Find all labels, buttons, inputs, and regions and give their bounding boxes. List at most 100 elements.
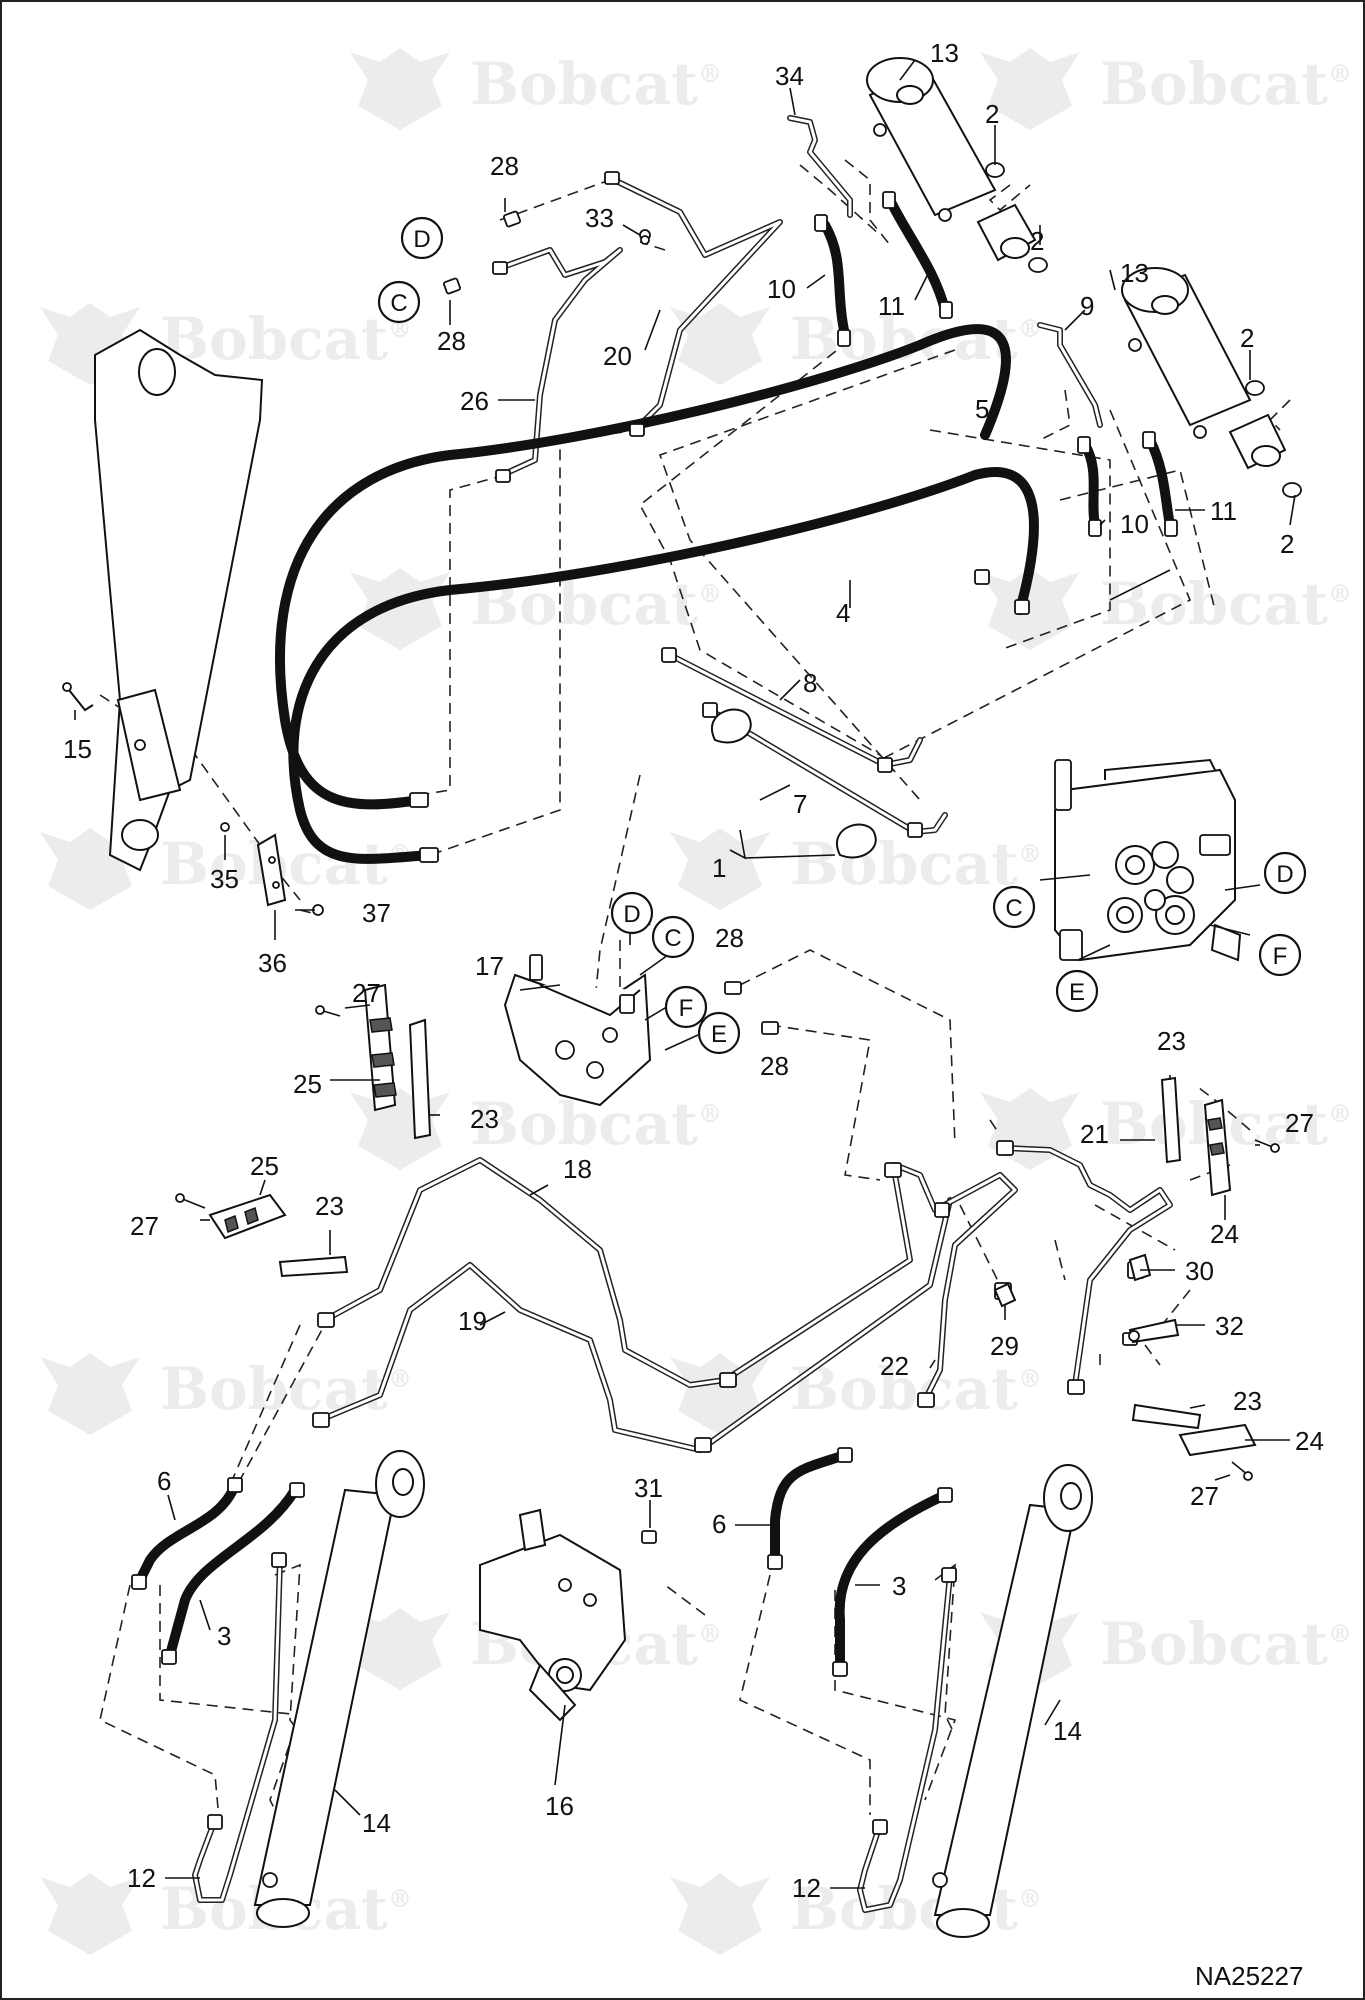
watermark-layer: Bobcat® Bobcat® Bobcat® Bobcat® Bobcat® …: [40, 48, 1352, 1955]
callout-23: 23: [470, 1104, 499, 1134]
callout-2: 2: [985, 99, 999, 129]
tilt-cylinder-14-left: [253, 1450, 425, 1928]
port-marker-e: E: [697, 1011, 741, 1055]
callout-27: 27: [130, 1211, 159, 1241]
tube-7: [707, 707, 948, 835]
tube-22: [892, 1162, 1018, 1403]
callout-34: 34: [775, 61, 804, 91]
plate-23-upper: [408, 1018, 432, 1140]
bobcat-logo-icon: [980, 568, 1080, 650]
hose-11-top: [885, 195, 950, 315]
callout-6: 6: [157, 1466, 171, 1496]
control-valve-17: [503, 954, 652, 1107]
clamp-24-right-upper: [1203, 1098, 1232, 1197]
callout-25: 25: [293, 1069, 322, 1099]
port-marker-f: F: [1258, 933, 1302, 977]
callout-3: 3: [892, 1571, 906, 1601]
callout-27: 27: [352, 978, 381, 1008]
watermark-text: Bobcat®: [160, 305, 412, 373]
port-marker-d: D: [610, 891, 654, 935]
nut-33: [640, 235, 650, 245]
callout-24: 24: [1295, 1426, 1324, 1456]
bobcat-logo-icon: [40, 1873, 140, 1955]
bobcat-logo-icon: [350, 1608, 450, 1690]
svg-text:C: C: [664, 925, 681, 952]
watermark: Bobcat®: [670, 828, 1042, 910]
port-markers: D C D C F E C D: [377, 216, 1307, 1055]
nut-35: [220, 822, 230, 832]
hose-4: [288, 466, 1039, 864]
svg-text:D: D: [623, 901, 640, 928]
watermark-text: Bobcat®: [790, 830, 1042, 898]
callout-35: 35: [210, 864, 239, 894]
callout-5: 5: [975, 394, 989, 424]
tilt-cylinder-14-right: [932, 1464, 1093, 1938]
tube-9: [1037, 322, 1103, 428]
tube-34: [787, 115, 853, 218]
rigid-tubes: [192, 115, 1173, 1913]
bobcat-logo-icon: [670, 828, 770, 910]
clamps-1: [711, 708, 877, 859]
bolt-27-mid: [175, 1193, 206, 1209]
port-marker-c: C: [992, 885, 1036, 929]
svg-text:E: E: [1069, 979, 1085, 1006]
tube-12-right: [857, 1572, 953, 1913]
callout-12: 12: [792, 1873, 821, 1903]
bobcat-logo-icon: [670, 303, 770, 385]
callout-20: 20: [603, 341, 632, 371]
callout-31: 31: [634, 1473, 663, 1503]
tube-12-left: [192, 1557, 283, 1903]
watermark-text: Bobcat®: [790, 1355, 1042, 1423]
bolt-15: [62, 682, 94, 712]
tube-19: [317, 1197, 953, 1453]
callout-19: 19: [458, 1306, 487, 1336]
clip-36: [256, 833, 287, 907]
callout-21: 21: [1080, 1119, 1109, 1149]
watermark-text: Bobcat®: [160, 1355, 412, 1423]
watermark-text: Bobcat®: [1100, 1610, 1352, 1678]
callout-27: 27: [1190, 1481, 1219, 1511]
tag-32: [1128, 1318, 1180, 1344]
callout-28: 28: [437, 326, 466, 356]
plate-23-mid: [278, 1255, 349, 1278]
callout-9: 9: [1080, 291, 1094, 321]
callout-13: 13: [1120, 258, 1149, 288]
port-marker-c: C: [651, 915, 695, 959]
bobcat-logo-icon: [350, 568, 450, 650]
callout-13: 13: [930, 38, 959, 68]
callout-11: 11: [1210, 496, 1237, 526]
nut-29: [993, 1282, 1017, 1308]
plug-31: [641, 1530, 657, 1544]
callout-8: 8: [803, 668, 817, 698]
callout-2: 2: [1280, 529, 1294, 559]
plate-23-right-lower: [1131, 1403, 1202, 1430]
hose-3-right: [834, 1490, 950, 1670]
callout-27: 27: [1285, 1108, 1314, 1138]
clamp-24-right-lower: [1178, 1423, 1257, 1457]
callout-23: 23: [315, 1191, 344, 1221]
callout-23: 23: [1157, 1026, 1186, 1056]
watermark: Bobcat®: [350, 1088, 722, 1170]
callout-14: 14: [362, 1808, 391, 1838]
hoses: [135, 195, 1175, 1670]
bobcat-logo-icon: [40, 1353, 140, 1435]
hose-10-right: [1080, 440, 1100, 530]
main-control-valve: [1054, 758, 1242, 962]
tube-8: [667, 652, 923, 768]
watermark: Bobcat®: [350, 48, 722, 130]
hose-6-right: [770, 1450, 850, 1565]
callout-32: 32: [1215, 1311, 1244, 1341]
svg-text:C: C: [1005, 895, 1022, 922]
callout-2: 2: [1030, 226, 1044, 256]
callout-11: 11: [878, 291, 905, 321]
callout-33: 33: [585, 203, 614, 233]
hose-3-left: [165, 1485, 300, 1660]
watermark: Bobcat®: [40, 1353, 412, 1435]
clamp-25-upper: [363, 983, 397, 1112]
watermark-text: Bobcat®: [1100, 570, 1352, 638]
callout-3: 3: [217, 1621, 231, 1651]
watermark-text: Bobcat®: [790, 1875, 1042, 1943]
